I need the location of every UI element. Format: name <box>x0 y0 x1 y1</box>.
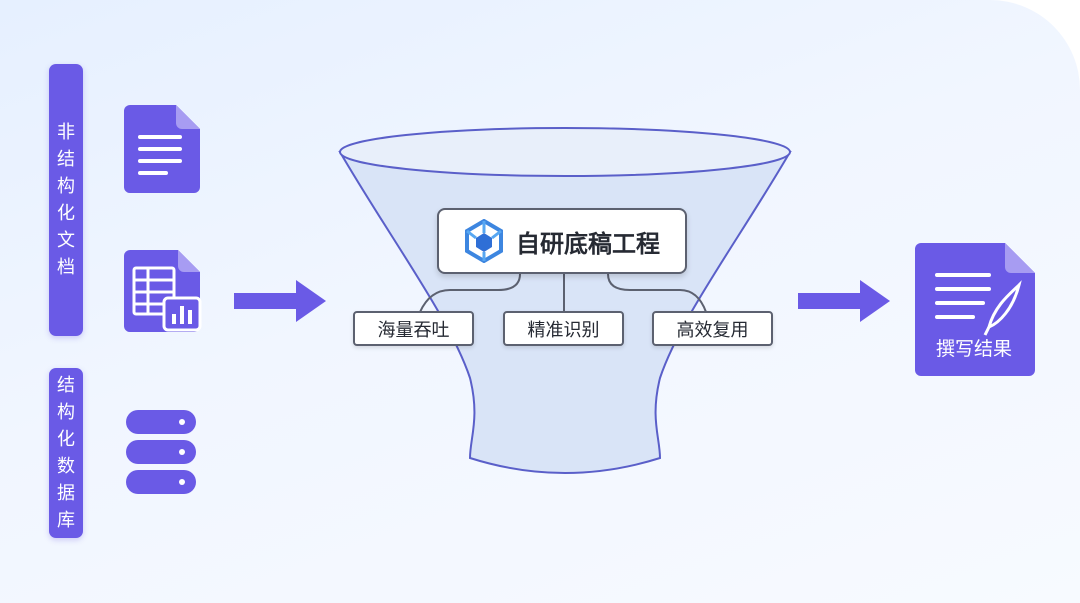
engineering-cube-icon <box>465 219 503 263</box>
arrow-right-icon <box>234 280 326 322</box>
text-document-icon <box>124 105 200 193</box>
arrow-right-icon <box>798 280 890 322</box>
unstructured-docs-label: 非结构化文档 <box>49 64 83 336</box>
connector-lines <box>419 273 707 313</box>
quill-document-icon <box>915 243 1035 376</box>
spreadsheet-chart-icon <box>124 250 202 332</box>
writing-result-label: 撰写结果 <box>935 338 1012 360</box>
tag-efficient-reuse: 高效复用 <box>652 311 773 346</box>
database-icon <box>126 410 196 494</box>
core-engine-box: 自研底稿工程 <box>437 208 687 274</box>
tag-high-throughput: 海量吞吐 <box>353 311 474 346</box>
core-engine-title: 自研底稿工程 <box>516 229 660 258</box>
tag-precise-recognition: 精准识别 <box>503 311 624 346</box>
structured-db-label: 结构化数据库 <box>49 368 83 538</box>
